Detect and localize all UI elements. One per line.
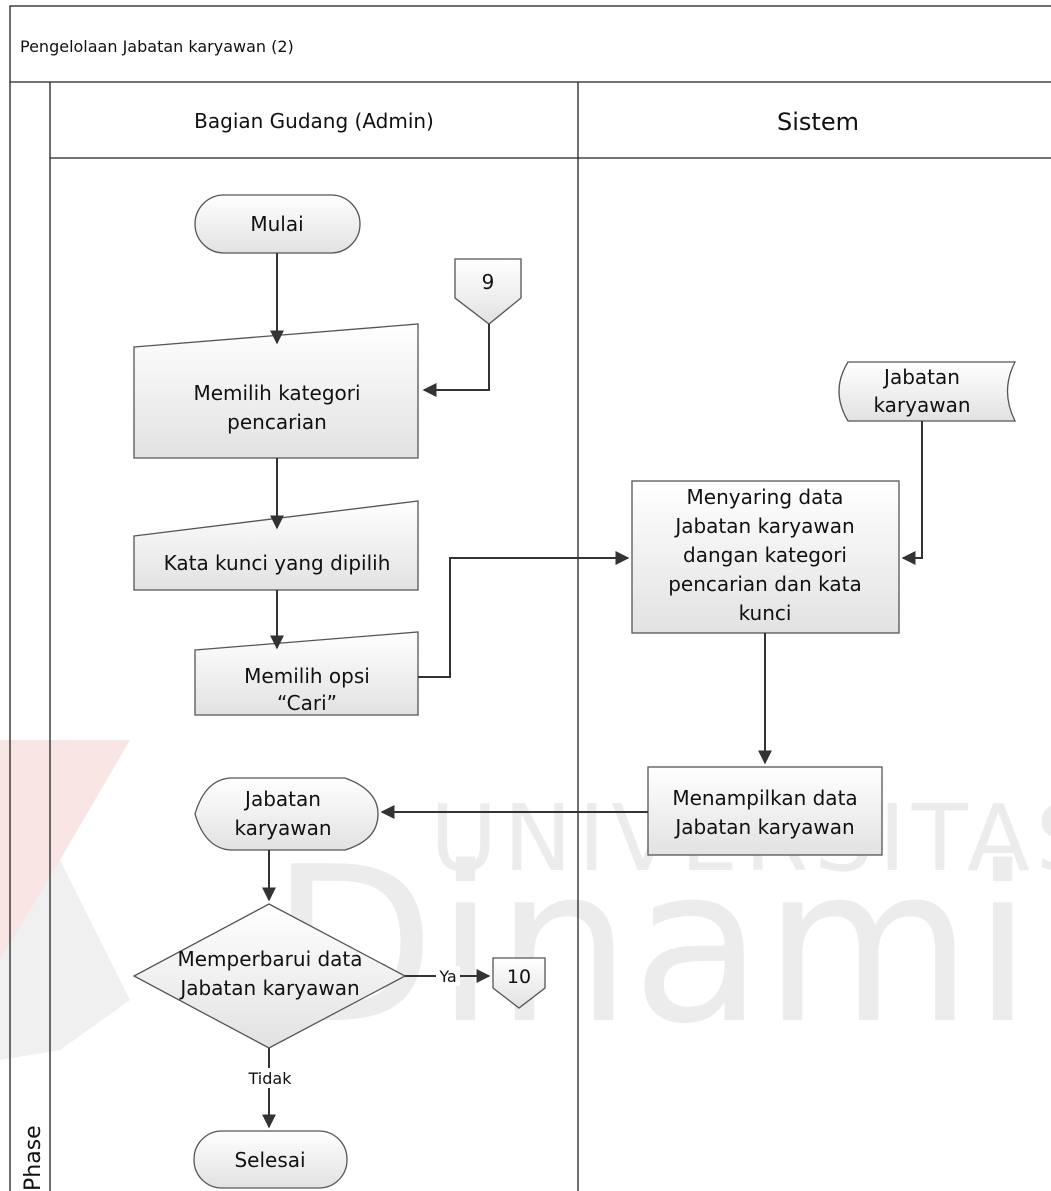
decision-line1: Memperbarui data [177,947,362,971]
process-show: Menampilkan data Jabatan karyawan [647,766,883,856]
watermark: UNIVERSITAS Dinamika [0,740,1051,1071]
edge-db-filter [901,421,923,565]
manual-input-kategori: Memilih kategori pencarian [133,323,419,459]
end-label: Selesai [234,1148,305,1172]
process-filter-line2: Jabatan karyawan [673,514,854,538]
edge-label-yes: Ya [438,967,456,986]
watermark-logo-shape-2 [0,860,130,1060]
manual-input-cari: Memilih opsi “Cari” [194,631,419,716]
process-filter-line3: dangan kategori [683,543,847,567]
connector-9: 9 [454,258,522,325]
watermark-logo-shape-1 [0,740,130,960]
connector-10: 10 [492,957,546,1009]
phase-label: Phase [21,1125,46,1191]
watermark-text-dinamika: Dinamika [270,820,1051,1071]
edge-step3-filter [418,551,630,678]
start-label: Mulai [250,212,303,236]
manual-input-kategori-line1: Memilih kategori [193,381,360,405]
process-show-line2: Jabatan karyawan [673,815,854,839]
connector-10-label: 10 [507,966,531,988]
process-filter-line1: Menyaring data [687,485,844,509]
connector-9-label: 9 [482,270,495,294]
decision-line2: Jabatan karyawan [178,976,359,1000]
manual-input-kata-kunci: Kata kunci yang dipilih [133,500,419,591]
edges [262,253,923,1129]
process-filter-line5: kunci [739,601,792,625]
display-line2: karyawan [234,816,331,840]
end-terminator: Selesai [193,1130,348,1189]
manual-input-kategori-line2: pencarian [227,410,327,434]
manual-input-cari-line1: Memilih opsi [244,664,370,688]
manual-input-kata-kunci-label: Kata kunci yang dipilih [164,551,391,575]
lane-header-admin: Bagian Gudang (Admin) [194,109,434,133]
display-line1: Jabatan [243,787,321,811]
pool-frame [9,5,1051,1191]
process-filter: Menyaring data Jabatan karyawan dangan k… [631,480,900,634]
lane-header-sistem: Sistem [777,108,859,136]
decision-memperbarui: Memperbarui data Jabatan karyawan [132,903,407,1049]
process-show-line1: Menampilkan data [672,786,857,810]
manual-input-cari-line2: “Cari” [277,691,337,715]
stored-data-line1: Jabatan [882,365,960,389]
stored-data-jabatan: Jabatan karyawan [838,361,1017,422]
stored-data-line2: karyawan [873,393,970,417]
edge-conn9-step1 [422,324,490,397]
edge-label-no: Tidak [248,1069,293,1088]
pool-title: Pengelolaan Jabatan karyawan (2) [20,37,294,56]
process-filter-line4: pencarian dan kata [668,572,862,596]
start-terminator: Mulai [194,194,361,254]
display-jabatan: Jabatan karyawan [194,777,379,851]
